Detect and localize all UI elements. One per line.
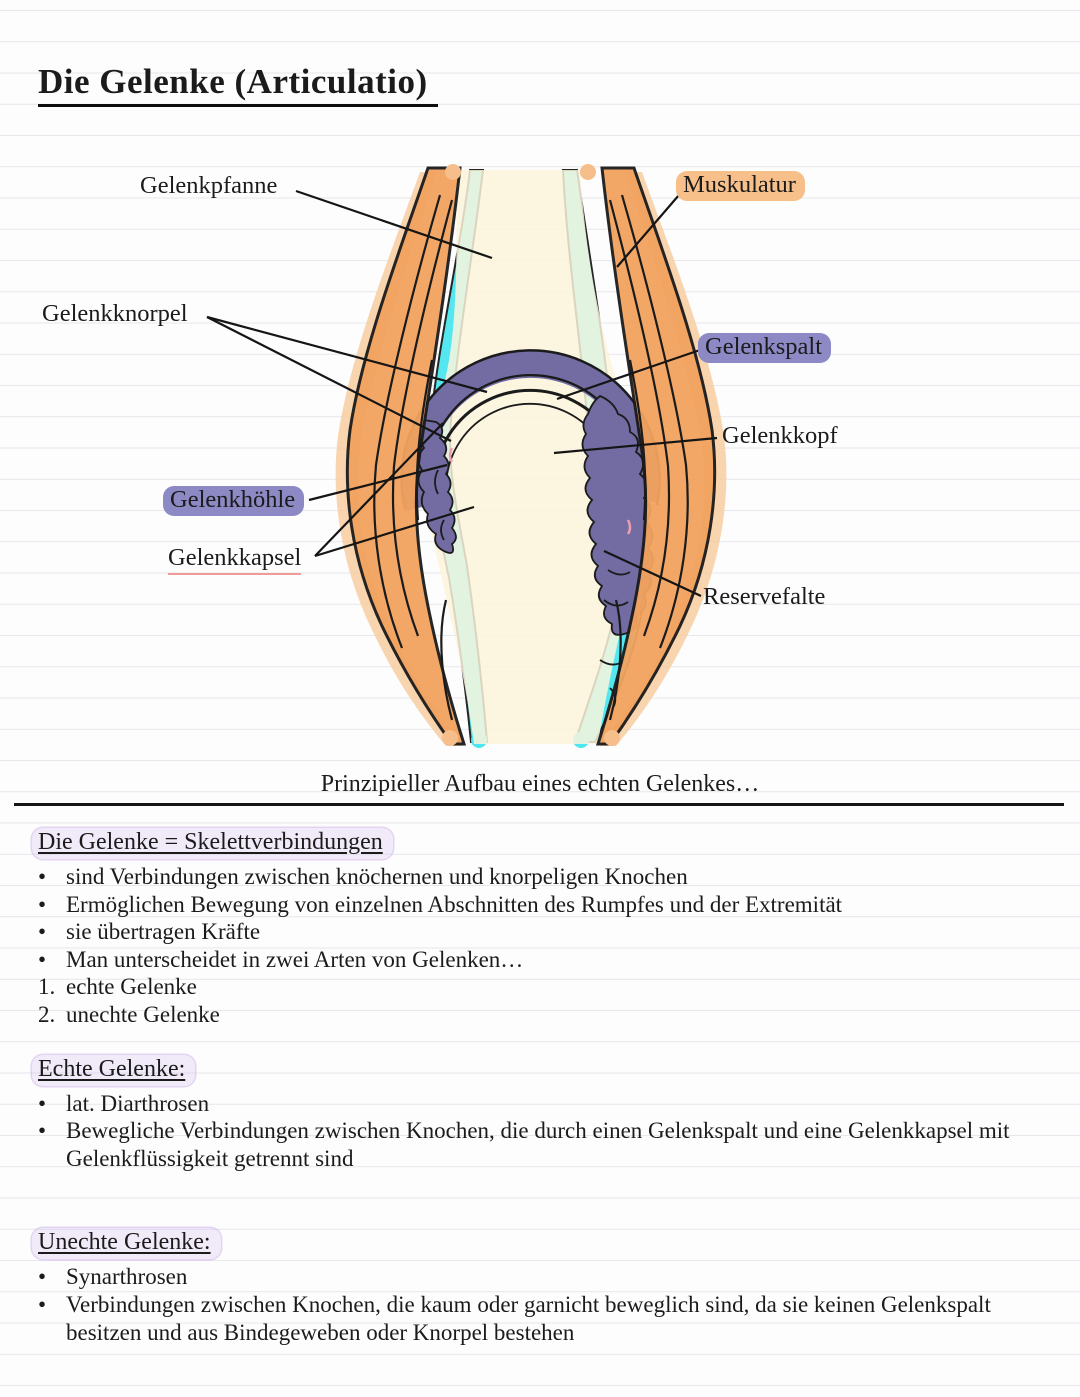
list-item: • Bewegliche Verbindungen zwischen Knoch… bbox=[38, 1117, 1050, 1172]
label-muskulatur: Muskulatur bbox=[676, 171, 805, 201]
list-item: • lat. Diarthrosen bbox=[38, 1090, 1050, 1118]
notes-content: Die Gelenke = Skelettverbindungen • sind… bbox=[32, 824, 1050, 1346]
list-item-text: Verbindungen zwischen Knochen, die kaum … bbox=[66, 1291, 991, 1345]
bullet-marker: • bbox=[38, 1118, 47, 1144]
label-gelenkspalt: Gelenkspalt bbox=[698, 333, 832, 363]
bullet-marker: • bbox=[38, 891, 47, 917]
joint-diagram bbox=[206, 164, 727, 748]
label-gelenkpfanne: Gelenkpfanne bbox=[140, 172, 278, 199]
bullet-marker: • bbox=[38, 946, 47, 972]
diagram-caption: Prinzipieller Aufbau eines echten Gelenk… bbox=[320, 771, 760, 797]
list-item-text: sie übertragen Kräfte bbox=[66, 919, 261, 945]
section-divider bbox=[14, 803, 1064, 806]
bullet-marker: • bbox=[38, 1291, 47, 1317]
list-item: • Synarthrosen bbox=[38, 1263, 1050, 1291]
bone-column bbox=[424, 170, 647, 744]
list-item-text: Bewegliche Verbindungen zwischen Knochen… bbox=[66, 1118, 1010, 1171]
number-marker: 1. bbox=[38, 974, 56, 1000]
left-fold bbox=[417, 419, 457, 554]
list-item: • sie übertragen Kräfte bbox=[38, 918, 1050, 946]
bullet-marker: • bbox=[38, 1264, 47, 1290]
list-item-text: sind Verbindungen zwischen knöchernen un… bbox=[66, 864, 688, 889]
label-gelenkknorpel: Gelenkknorpel bbox=[42, 300, 188, 327]
right-fold bbox=[581, 394, 654, 636]
list-item-text: lat. Diarthrosen bbox=[66, 1090, 210, 1116]
muscle-underlays bbox=[335, 172, 727, 746]
section-echte-gelenke: Echte Gelenke: • lat. Diarthrosen • Bewe… bbox=[32, 1054, 1050, 1173]
bullet-marker: • bbox=[38, 864, 47, 889]
list-item-text: Ermöglichen Bewegung von einzelnen Absch… bbox=[66, 891, 843, 917]
list-item: • Man unterscheidet in zwei Arten von Ge… bbox=[38, 946, 1050, 974]
section-gelenke: Die Gelenke = Skelettverbindungen • sind… bbox=[32, 828, 1050, 1029]
bullet-marker: • bbox=[38, 919, 47, 945]
numbered-item: 2. unechte Gelenke bbox=[38, 1001, 1050, 1029]
list-item-text: unechte Gelenke bbox=[66, 1001, 220, 1027]
label-gelenkkapsel: Gelenkkapsel bbox=[168, 544, 302, 575]
list-item: • Ermöglichen Bewegung von einzelnen Abs… bbox=[38, 891, 1050, 919]
muscles bbox=[345, 164, 717, 746]
label-lines bbox=[206, 189, 718, 597]
number-marker: 2. bbox=[38, 1001, 56, 1027]
list-item: • sind Verbindungen zwischen knöchernen … bbox=[38, 863, 1050, 891]
numbered-item: 1. echte Gelenke bbox=[38, 973, 1050, 1001]
section-heading: Unechte Gelenke: bbox=[32, 1228, 221, 1260]
list-item-text: echte Gelenke bbox=[66, 974, 197, 1000]
bullet-marker: • bbox=[38, 1090, 47, 1116]
page-title: Die Gelenke (Articulatio) bbox=[38, 62, 438, 107]
fluid-squiggles bbox=[434, 469, 631, 707]
label-gelenkhoehle: Gelenkhöhle bbox=[163, 486, 305, 516]
label-gelenkkopf: Gelenkkopf bbox=[722, 422, 838, 449]
section-heading: Die Gelenke = Skelettverbindungen bbox=[32, 828, 393, 859]
list-item-text: Synarthrosen bbox=[66, 1264, 188, 1290]
section-heading: Echte Gelenke: bbox=[32, 1054, 196, 1086]
list-item: • Verbindungen zwischen Knochen, die kau… bbox=[38, 1291, 1050, 1346]
label-reservefalte: Reservefalte bbox=[703, 583, 826, 610]
section-unechte-gelenke: Unechte Gelenke: • Synarthrosen • Verbin… bbox=[32, 1228, 1050, 1346]
list-item-text: Man unterscheidet in zwei Arten von Gele… bbox=[66, 946, 524, 972]
